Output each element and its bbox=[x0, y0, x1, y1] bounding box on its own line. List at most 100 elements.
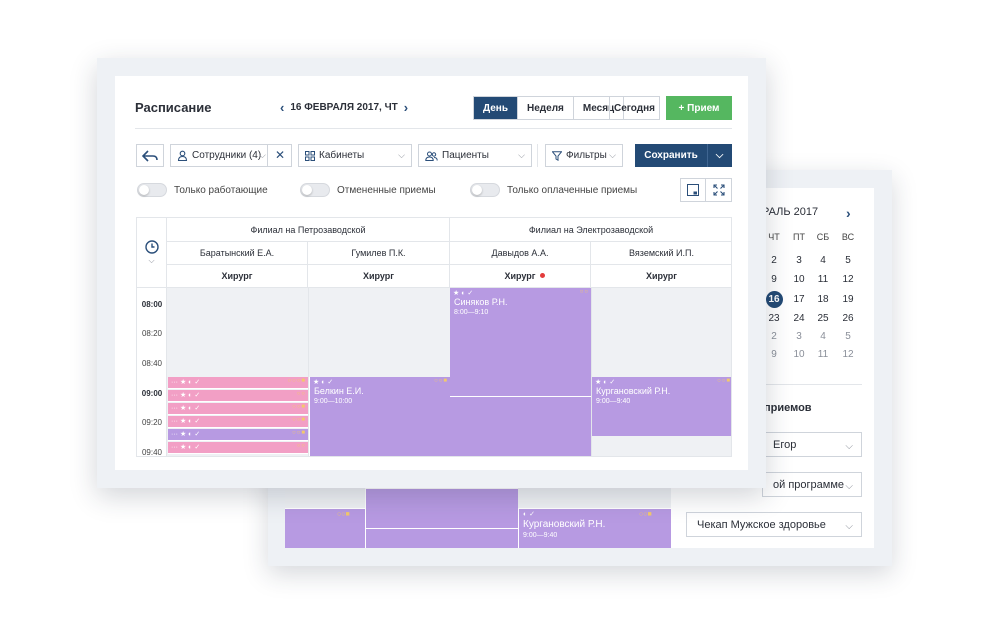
calendar-day[interactable]: 23 bbox=[768, 313, 780, 324]
close-icon[interactable]: ✕ bbox=[275, 148, 286, 162]
tab-month[interactable]: Месяц bbox=[582, 102, 615, 114]
appointment-card[interactable]: ★ ◐ ✓ ○○■ Кургановский Р.Н. 9:00—9:40 bbox=[592, 377, 731, 436]
rooms-label: Кабинеты bbox=[319, 150, 365, 161]
appointment-strip[interactable]: ··· ★ ◐ ✓○○■ bbox=[168, 403, 308, 415]
chevron-down-icon: ⌵ bbox=[398, 150, 405, 160]
grid-icon bbox=[305, 150, 315, 161]
calendar-day[interactable]: 5 bbox=[845, 331, 851, 342]
patients-select[interactable]: Пациенты ⌵ bbox=[418, 144, 532, 167]
select-value: Чекап Мужское здоровье bbox=[697, 518, 826, 531]
appt-icons: ◐ ✓ bbox=[523, 511, 536, 518]
doctor-role: Хирург bbox=[591, 265, 731, 288]
doctor-role: Хирург bbox=[450, 265, 591, 288]
weekday: ЧТ bbox=[768, 232, 780, 242]
save-button[interactable]: Сохранить ⌵ bbox=[635, 144, 732, 167]
calendar-month: РАЛЬ 2017 bbox=[762, 206, 819, 218]
calendar-day[interactable]: 9 bbox=[771, 274, 777, 285]
appt-icons: ··· ★ ◐ ✓ bbox=[171, 379, 201, 386]
back-select-1[interactable]: Егор⌵ bbox=[762, 432, 862, 457]
status-icons: ○○○■ bbox=[287, 378, 306, 384]
employees-select[interactable]: Сотрудники (4) ⌵ ✕ bbox=[170, 144, 292, 167]
back-appointment[interactable] bbox=[365, 488, 518, 528]
calendar-day[interactable]: 19 bbox=[842, 294, 854, 305]
calendar-day[interactable]: 11 bbox=[817, 274, 829, 285]
back-schedule: ○○■ ◐ ✓ ○○■ Кургановский Р.Н. 9:00—9:40 bbox=[285, 488, 671, 548]
panel-icon bbox=[687, 184, 699, 196]
toggle-label: Только работающие bbox=[174, 185, 268, 196]
appointment-strip[interactable]: ··· ★ ◐ ✓○○■ bbox=[168, 429, 308, 441]
calendar-day[interactable]: 10 bbox=[793, 349, 805, 360]
back-select-3[interactable]: Чекап Мужское здоровье⌵ bbox=[686, 512, 862, 537]
appt-icons: ··· ★ ◐ ✓ bbox=[171, 431, 201, 438]
fullscreen-icon bbox=[712, 184, 725, 196]
rooms-select[interactable]: Кабинеты ⌵ bbox=[298, 144, 412, 167]
appointment-card[interactable]: ★ ◐ ✓ ○○■ Белкин Е.И. 9:00—10:00 bbox=[309, 377, 450, 456]
calendar-day[interactable]: 9 bbox=[771, 349, 777, 360]
back-appointment[interactable]: ○○■ bbox=[285, 508, 365, 548]
add-appointment-button[interactable]: + Прием bbox=[666, 96, 732, 120]
doctor-role: Хирург bbox=[167, 265, 308, 288]
appointment-strip[interactable]: ··· ★ ◐ ✓ ○○■ bbox=[168, 416, 308, 428]
appt-icons: ··· ★ ◐ ✓ bbox=[171, 444, 201, 451]
back-button[interactable] bbox=[136, 144, 164, 167]
weekday: ВС bbox=[841, 232, 855, 242]
calendar-day[interactable]: 2 bbox=[771, 331, 777, 342]
appointment-card[interactable]: ★ ◐ ✓ ○○ Синяков Р.Н. 8:00—9:10 bbox=[450, 288, 591, 396]
fullscreen-button[interactable] bbox=[706, 179, 731, 201]
divider bbox=[762, 384, 862, 385]
calendar-day[interactable]: 18 bbox=[817, 294, 829, 305]
chevron-down-icon[interactable]: ⌵ bbox=[707, 144, 731, 167]
panel-toggle-button[interactable] bbox=[681, 179, 707, 201]
back-select-2[interactable]: ой программе⌵ bbox=[762, 472, 862, 497]
appointment-strip[interactable]: ··· ★ ◐ ✓ ○○○■ bbox=[168, 377, 308, 389]
calendar-day[interactable]: 11 bbox=[817, 349, 829, 360]
appt-name: Синяков Р.Н. bbox=[454, 297, 508, 307]
calendar-day[interactable]: 4 bbox=[820, 255, 826, 266]
toggle-working-only[interactable] bbox=[137, 183, 167, 197]
status-icons: ○○■ bbox=[292, 417, 306, 423]
user-icon bbox=[177, 150, 188, 161]
calendar-day[interactable]: 17 bbox=[793, 294, 805, 305]
tab-day[interactable]: День bbox=[474, 97, 518, 119]
appt-icons: ··· ★ ◐ ✓ bbox=[171, 418, 201, 425]
calendar-day[interactable]: 4 bbox=[820, 331, 826, 342]
select-value: ой программе bbox=[773, 478, 845, 491]
chevron-left-icon[interactable]: ‹ bbox=[280, 100, 285, 115]
calendar-day[interactable]: 5 bbox=[845, 255, 851, 266]
calendar-day[interactable]: 24 bbox=[793, 313, 805, 324]
filters-select[interactable]: Фильтры ⌵ bbox=[545, 144, 623, 167]
calendar-day[interactable]: 25 bbox=[817, 313, 829, 324]
time-label: 08:40 bbox=[141, 359, 163, 368]
toggle-cancelled[interactable] bbox=[300, 183, 330, 197]
column-divider bbox=[591, 288, 592, 456]
branch-header: Филиал на Петрозаводской bbox=[167, 218, 450, 242]
alert-dot bbox=[540, 273, 545, 278]
calendar-day[interactable]: 3 bbox=[796, 255, 802, 266]
tab-week[interactable]: Неделя bbox=[518, 97, 574, 119]
appointment-strip[interactable]: ··· ★ ◐ ✓○○ bbox=[168, 442, 308, 454]
calendar-day[interactable]: 12 bbox=[842, 349, 854, 360]
back-appointment[interactable] bbox=[365, 528, 518, 548]
calendar-day[interactable]: 26 bbox=[842, 313, 854, 324]
undo-icon bbox=[142, 149, 158, 162]
calendar-next-icon[interactable]: › bbox=[846, 205, 851, 221]
appt-name: Кургановский Р.Н. bbox=[596, 386, 671, 396]
divider bbox=[267, 145, 268, 166]
calendar-day-today[interactable]: 16 bbox=[768, 294, 780, 305]
appointment-card[interactable] bbox=[450, 396, 591, 456]
time-corner[interactable]: ⌵ bbox=[137, 218, 167, 288]
current-date: 16 ФЕВРАЛЯ 2017, ЧТ bbox=[290, 102, 398, 113]
appt-time: 9:00—10:00 bbox=[314, 398, 353, 405]
calendar-day[interactable]: 3 bbox=[796, 331, 802, 342]
chevron-down-icon: ⌵ bbox=[609, 150, 616, 160]
appointment-strip[interactable]: ··· ★ ◐ ✓○○ bbox=[168, 390, 308, 402]
chevron-down-icon: ⌵ bbox=[845, 481, 853, 492]
calendar-day[interactable]: 12 bbox=[842, 274, 854, 285]
back-appointment[interactable]: ◐ ✓ ○○■ Кургановский Р.Н. 9:00—9:40 bbox=[518, 508, 671, 548]
calendar-day[interactable]: 2 bbox=[771, 255, 777, 266]
toggle-paid-only[interactable] bbox=[470, 183, 500, 197]
calendar-day[interactable]: 10 bbox=[793, 274, 805, 285]
today-button[interactable]: Сегодня bbox=[609, 96, 660, 120]
time-label: 09:00 bbox=[141, 389, 163, 398]
chevron-right-icon[interactable]: › bbox=[403, 100, 409, 115]
